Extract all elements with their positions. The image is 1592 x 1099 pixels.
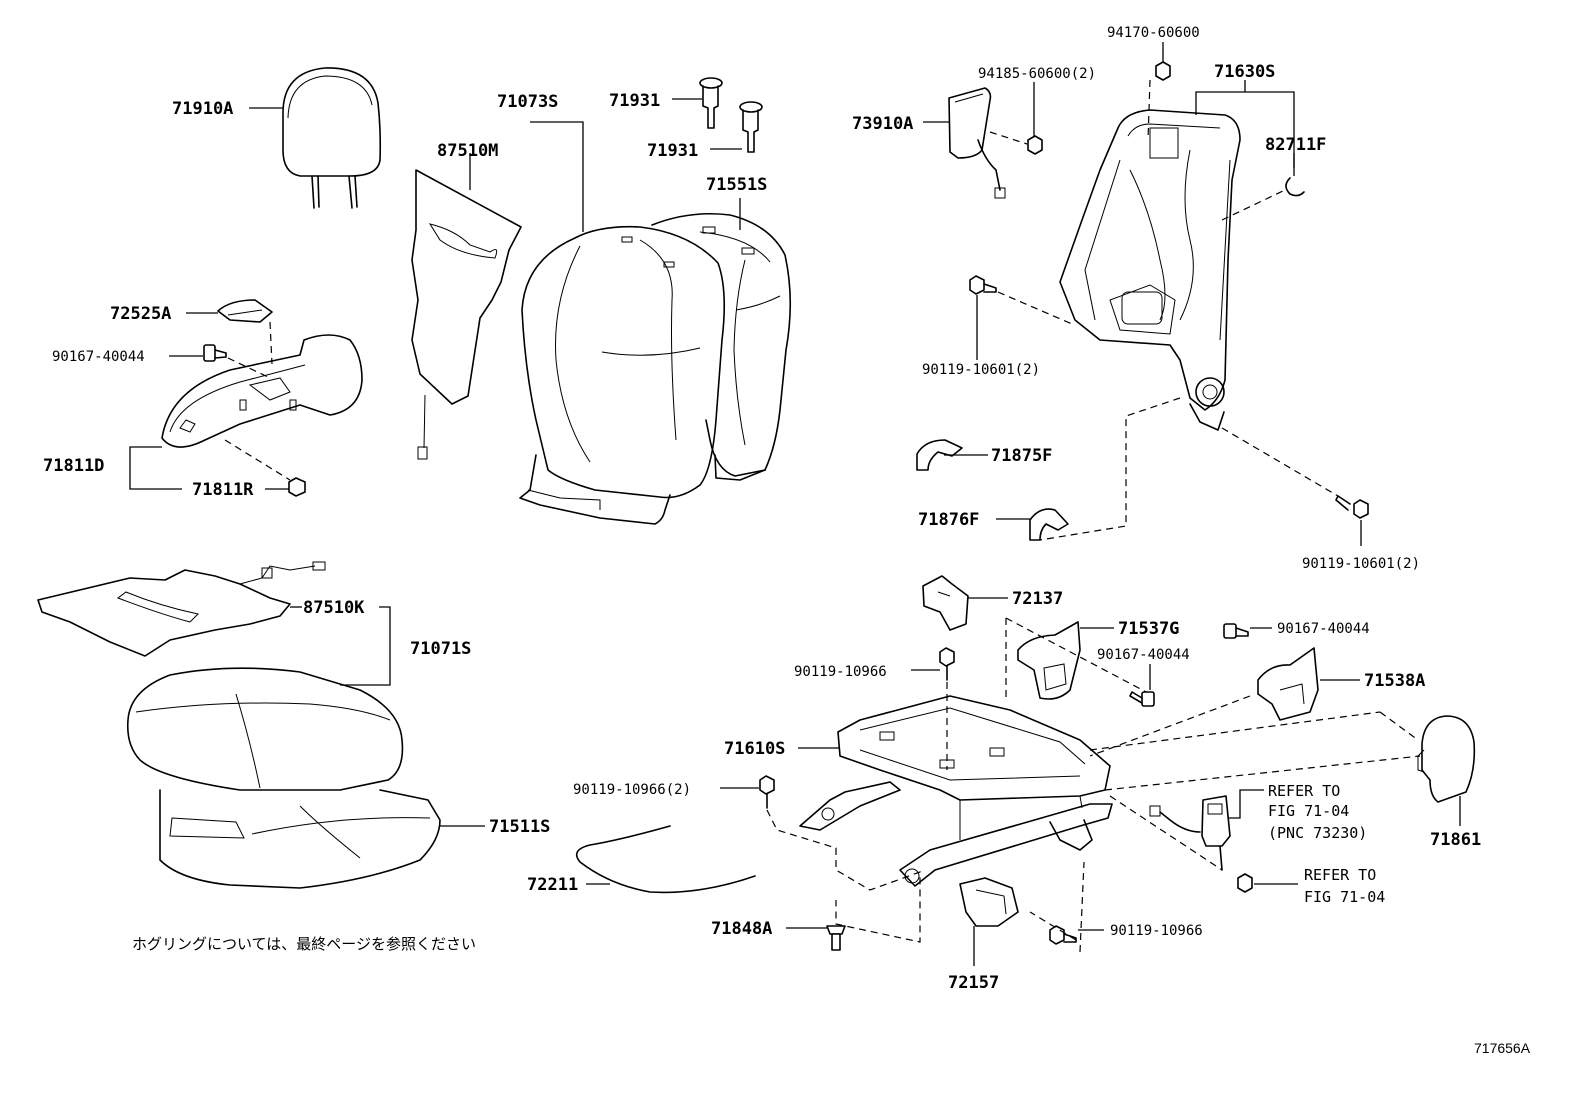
screw-90167-right [1223, 623, 1249, 639]
nut-94170 [1155, 61, 1171, 81]
label-71811R: 71811R [192, 480, 254, 500]
label-72525A: 72525A [110, 304, 171, 324]
cover-71538A [1257, 647, 1319, 721]
seatback-heater-pad [411, 169, 522, 460]
label-82711F: 82711F [1265, 135, 1326, 155]
screw-90167-middle [1129, 691, 1155, 707]
label-71811D: 71811D [43, 456, 104, 476]
headrest-drawing [282, 67, 382, 209]
recliner-knob-71861 [1417, 715, 1476, 803]
label-87510K: 87510K [303, 598, 365, 618]
label-71848A: 71848A [711, 919, 772, 939]
seatback-pad [651, 212, 792, 481]
refer-buckle-line3: (PNC 73230) [1268, 824, 1367, 842]
hog-ring-note: ホグリングについては、最終ページを参照ください [132, 935, 476, 953]
label-90119-10966-top: 90119-10966 [794, 664, 887, 680]
label-71538A: 71538A [1364, 671, 1425, 691]
refer-nut-line1: REFER TO [1304, 866, 1376, 884]
label-90167-40044-left: 90167-40044 [52, 349, 145, 365]
label-71511S: 71511S [489, 817, 550, 837]
label-71910A: 71910A [172, 99, 233, 119]
bolt-90119-10601-upper [969, 275, 997, 295]
clip-82711F [1285, 177, 1305, 197]
label-94170-60600: 94170-60600 [1107, 25, 1200, 41]
side-airbag-assembly [948, 87, 1006, 199]
refer-buckle-line2: FIG 71-04 [1268, 802, 1349, 820]
seat-cushion-cover [126, 667, 404, 791]
label-71875F: 71875F [991, 446, 1052, 466]
refer-buckle-line1: REFER TO [1268, 782, 1340, 800]
seatback-cover [519, 225, 726, 525]
seat-adjuster-track [799, 695, 1113, 887]
label-71610S: 71610S [724, 739, 785, 759]
seat-belt-buckle [1149, 795, 1231, 871]
label-87510M: 87510M [437, 141, 498, 161]
label-71537G: 71537G [1118, 619, 1179, 639]
label-71071S: 71071S [410, 639, 471, 659]
seatback-frame [1059, 109, 1241, 431]
label-71931-lower: 71931 [647, 141, 698, 161]
inner-cover-71537G [1017, 621, 1081, 700]
clip-71811R [288, 477, 306, 497]
label-71931-upper: 71931 [609, 91, 660, 111]
shield-cover-72525A [217, 299, 273, 323]
bracket-71876F [1029, 508, 1069, 541]
label-71630S: 71630S [1214, 62, 1275, 82]
diagram-code: 717656A [1474, 1040, 1531, 1056]
plug-71848A [826, 925, 846, 951]
label-90167-40044-middle: 90167-40044 [1097, 647, 1190, 663]
label-72137: 72137 [1012, 589, 1063, 609]
label-71551S: 71551S [706, 175, 767, 195]
seat-wire-72211 [575, 825, 756, 894]
label-90167-40044-right: 90167-40044 [1277, 621, 1370, 637]
label-90119-10966-left: 90119-10966(2) [573, 782, 691, 798]
seat-cushion-shield [161, 334, 363, 448]
label-71861: 71861 [1430, 830, 1481, 850]
bracket-71875F [916, 439, 963, 471]
screw-90167-left [203, 344, 227, 362]
buckle-nut [1237, 873, 1253, 893]
headrest-guide-upper [699, 77, 723, 129]
bolt-90119-10966-left [759, 775, 775, 809]
nut-94185 [1027, 135, 1043, 155]
headrest-guide-lower [739, 101, 763, 153]
bolt-90119-10966-top [939, 647, 955, 681]
bolt-90119-10966-bottom [1049, 925, 1077, 945]
cover-72137 [922, 575, 969, 631]
label-90119-10966-bottom: 90119-10966 [1110, 923, 1203, 939]
label-90119-10601-lower: 90119-10601(2) [1302, 556, 1420, 572]
label-90119-10601-upper: 90119-10601(2) [922, 362, 1040, 378]
label-72211: 72211 [527, 875, 578, 895]
label-72157: 72157 [948, 973, 999, 993]
cover-72157 [959, 877, 1019, 927]
seat-cushion-pad [159, 789, 441, 889]
bolt-90119-10601-lower [1335, 495, 1369, 519]
refer-nut-line2: FIG 71-04 [1304, 888, 1385, 906]
label-71073S: 71073S [497, 92, 558, 112]
label-73910A: 73910A [852, 114, 913, 134]
seat-cushion-heater-pad [37, 561, 326, 657]
label-71876F: 71876F [918, 510, 979, 530]
label-94185-60600: 94185-60600(2) [978, 66, 1096, 82]
